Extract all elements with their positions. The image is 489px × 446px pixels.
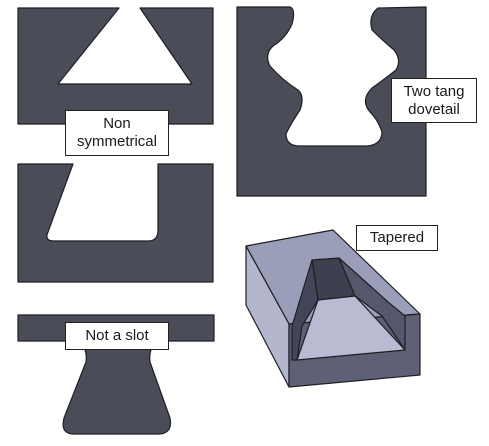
label-non-symmetrical-text: Non symmetrical: [76, 115, 157, 150]
iso-slot-floor: [296, 295, 406, 361]
label-tapered-text: Tapered: [369, 229, 425, 246]
label-not-a-slot-text: Not a slot: [85, 327, 149, 344]
label-not-a-slot: Not a slot: [65, 322, 169, 350]
label-non-symmetrical: Non symmetrical: [65, 110, 169, 156]
label-two-tang-dovetail: Two tang dovetail: [391, 78, 477, 123]
two-tang-dovetail-block: [236, 6, 427, 197]
non-symmetrical-upper-block: [17, 7, 214, 125]
label-tapered: Tapered: [356, 225, 438, 251]
label-two-tang-dovetail-text: Two tang dovetail: [403, 82, 465, 118]
non-symmetrical-slot-block: [17, 163, 214, 283]
tapered-slot-block: [245, 229, 421, 388]
